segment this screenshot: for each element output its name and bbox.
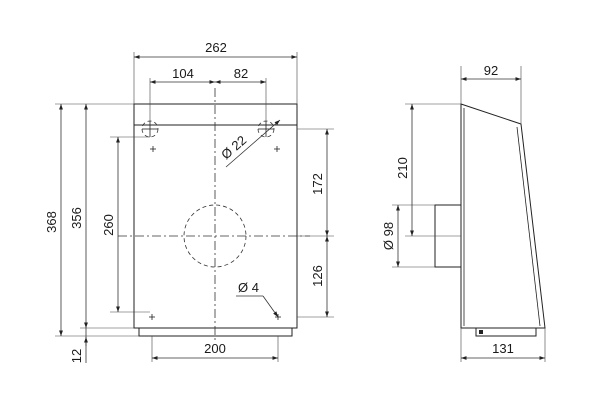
screw-mark-top-right bbox=[274, 146, 280, 152]
side-front-inner-edge bbox=[516, 126, 541, 327]
label-hole-22: Ø 22 bbox=[218, 132, 249, 162]
mounting-hole-left bbox=[141, 120, 159, 138]
dim-label-260: 260 bbox=[101, 214, 116, 236]
dim-label-368: 368 bbox=[44, 211, 59, 233]
mounting-hole-right bbox=[257, 120, 275, 138]
dim-label-210: 210 bbox=[395, 157, 410, 179]
side-bottom-foot bbox=[475, 328, 537, 337]
side-view: 92 210 Ø 98 131 bbox=[381, 63, 546, 362]
front-bottom-lip bbox=[138, 328, 293, 337]
front-view: 262 104 82 368 356 12 260 172 126 200 Ø … bbox=[44, 40, 334, 363]
front-body-outline bbox=[133, 103, 298, 329]
dim-label-356: 356 bbox=[69, 207, 84, 229]
spigot-hidden-circle bbox=[183, 204, 247, 268]
leader-hole-22 bbox=[225, 119, 281, 168]
dim-label-92: 92 bbox=[484, 63, 498, 78]
dim-label-126: 126 bbox=[310, 265, 325, 287]
label-screw-4: Ø 4 bbox=[238, 280, 259, 295]
dim-label-262: 262 bbox=[205, 40, 227, 55]
dim-label-200: 200 bbox=[204, 341, 226, 356]
screw-mark-top-left bbox=[150, 146, 156, 152]
dim-label-104: 104 bbox=[172, 66, 194, 81]
side-bottom-bolt bbox=[479, 330, 483, 334]
side-housing-outline bbox=[460, 103, 546, 329]
dim-label-98: Ø 98 bbox=[381, 222, 396, 250]
dim-label-172: 172 bbox=[310, 173, 325, 195]
dim-label-131: 131 bbox=[492, 341, 514, 356]
dim-label-82: 82 bbox=[234, 66, 248, 81]
screw-mark-bottom-left bbox=[149, 314, 155, 320]
dim-label-12: 12 bbox=[69, 349, 84, 363]
